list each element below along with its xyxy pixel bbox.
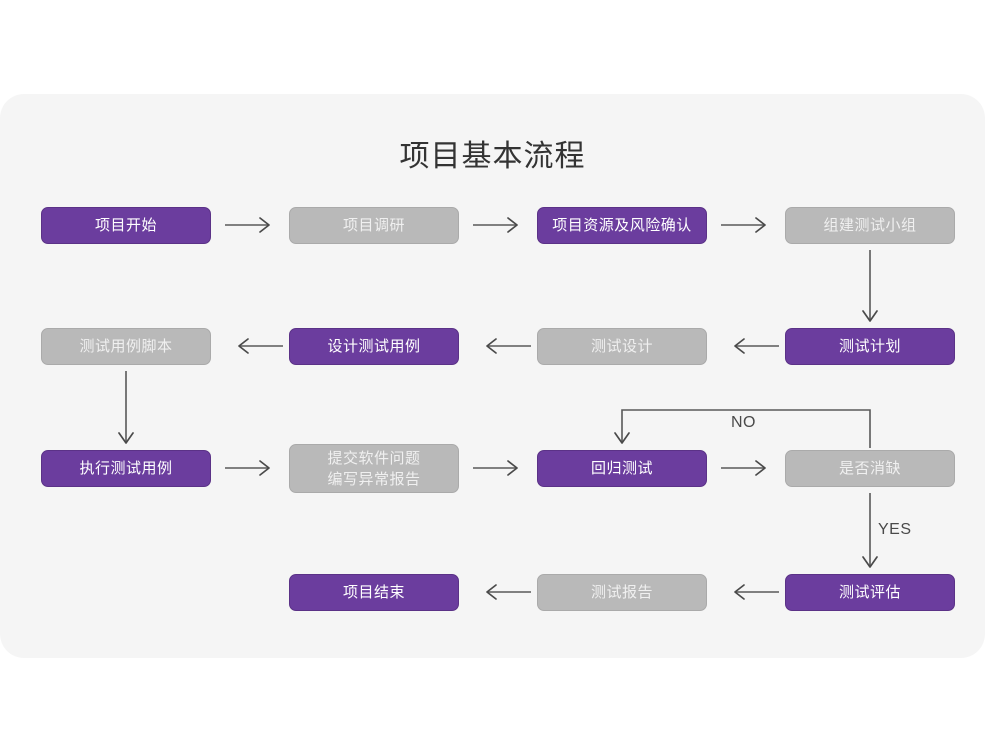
node-test-report[interactable]: 测试报告: [537, 574, 707, 611]
arrow-n15-to-n14: [734, 584, 779, 600]
arrow-n14-to-n13: [486, 584, 531, 600]
arrow-yes-n12-to-n15: [862, 493, 878, 568]
node-regression-test[interactable]: 回归测试: [537, 450, 707, 487]
node-execute-test-cases[interactable]: 执行测试用例: [41, 450, 211, 487]
node-test-plan[interactable]: 测试计划: [785, 328, 955, 365]
arrow-no-loop: [614, 409, 871, 448]
arrow-n9-to-n10: [225, 460, 270, 476]
node-project-start[interactable]: 项目开始: [41, 207, 211, 244]
edge-label-yes: YES: [878, 521, 912, 538]
node-project-research[interactable]: 项目调研: [289, 207, 459, 244]
node-test-evaluation[interactable]: 测试评估: [785, 574, 955, 611]
node-resource-risk-confirm[interactable]: 项目资源及风险确认: [537, 207, 707, 244]
diagram-panel: [0, 94, 985, 658]
arrow-n2-to-n3: [473, 217, 518, 233]
node-design-test-cases[interactable]: 设计测试用例: [289, 328, 459, 365]
node-test-case-script[interactable]: 测试用例脚本: [41, 328, 211, 365]
arrow-n8-to-n7: [734, 338, 779, 354]
arrow-n11-to-n12: [721, 460, 766, 476]
arrow-n3-to-n4: [721, 217, 766, 233]
arrow-n7-to-n6: [486, 338, 531, 354]
node-form-test-team[interactable]: 组建测试小组: [785, 207, 955, 244]
edge-label-no: NO: [731, 414, 756, 431]
arrow-n6-to-n5: [238, 338, 283, 354]
node-submit-defect-report[interactable]: 提交软件问题 编写异常报告: [289, 444, 459, 493]
arrow-n5-to-n9: [118, 371, 134, 444]
arrow-n10-to-n11: [473, 460, 518, 476]
node-test-design[interactable]: 测试设计: [537, 328, 707, 365]
page-title: 项目基本流程: [399, 140, 586, 173]
node-project-end[interactable]: 项目结束: [289, 574, 459, 611]
arrow-n1-to-n2: [225, 217, 270, 233]
arrow-n4-to-n8: [862, 250, 878, 322]
node-defect-resolved-decision[interactable]: 是否消缺: [785, 450, 955, 487]
